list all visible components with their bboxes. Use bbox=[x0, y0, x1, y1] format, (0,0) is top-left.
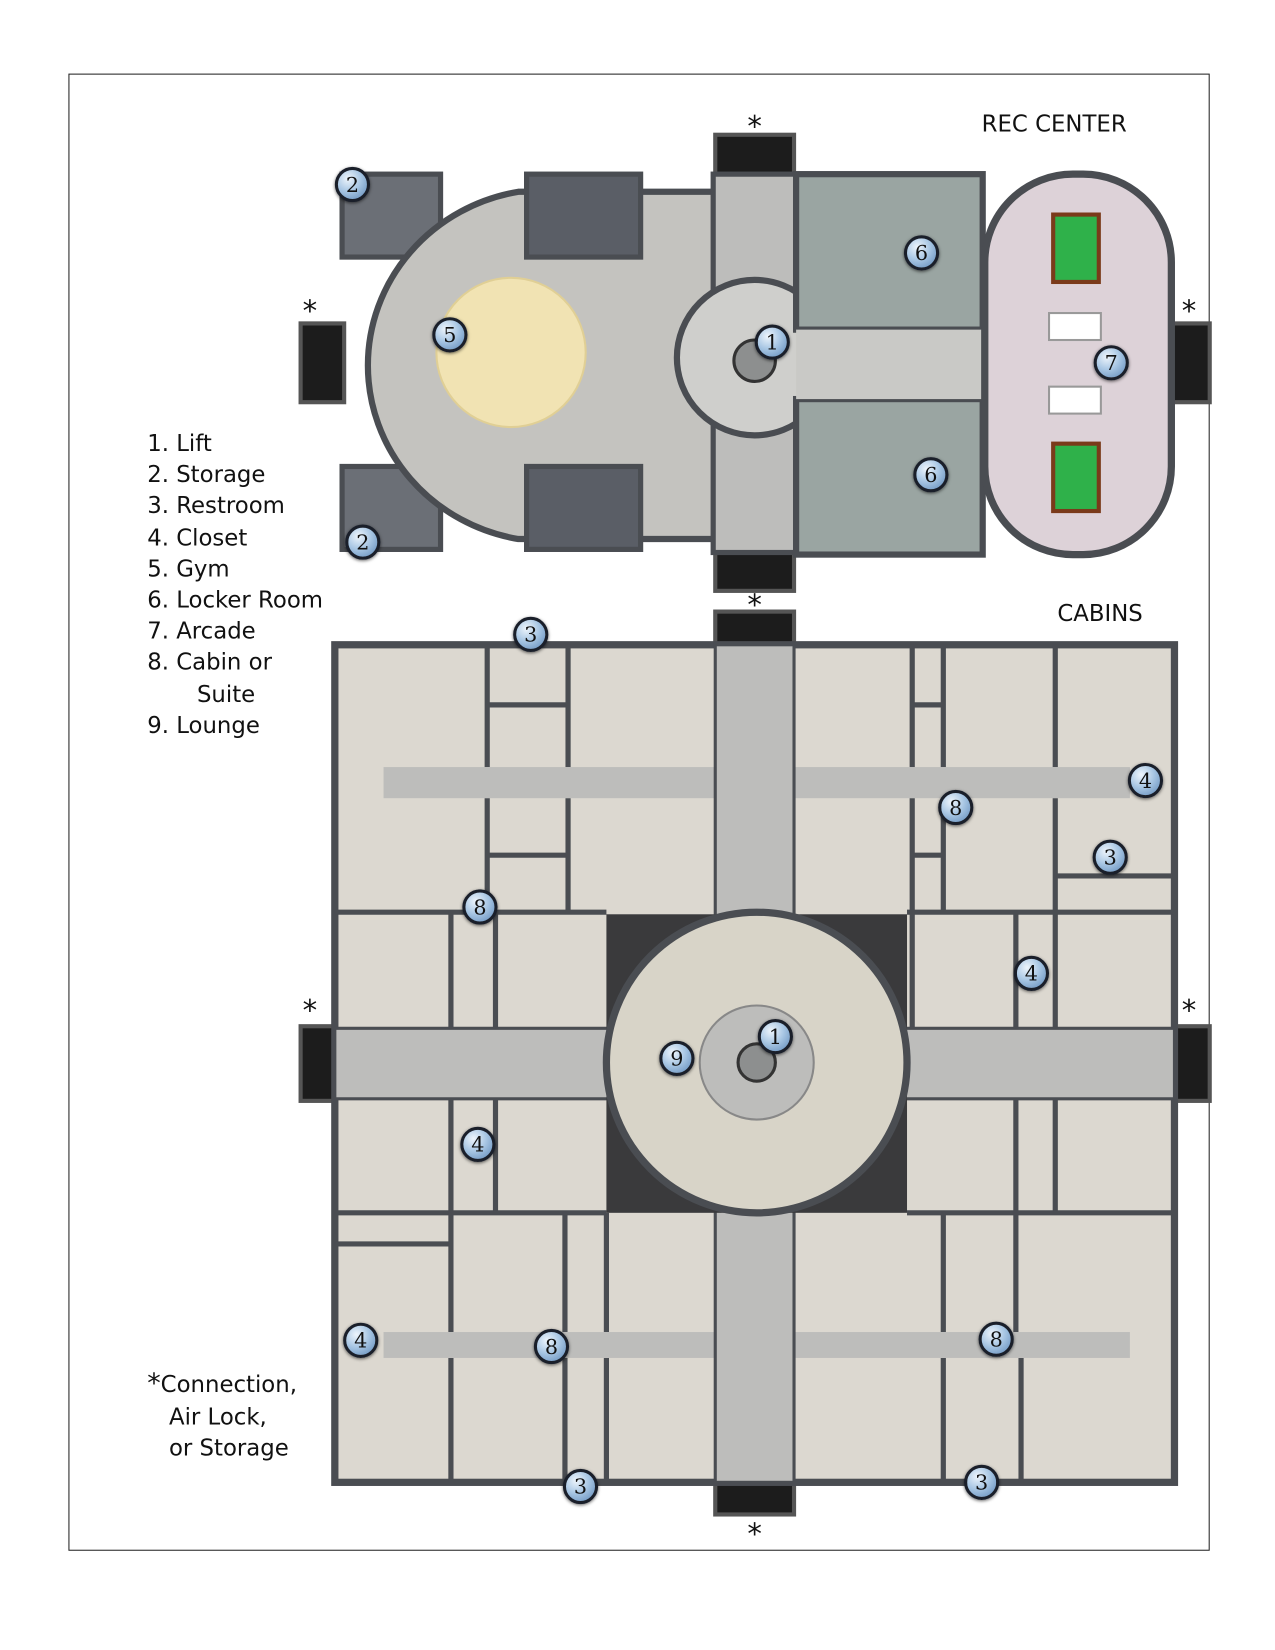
legend-item: 6. Locker Room bbox=[147, 587, 323, 614]
connection-marker: * bbox=[1181, 293, 1197, 329]
lounge-lift bbox=[736, 1042, 777, 1083]
rec-center-title: REC CENTER bbox=[981, 111, 1127, 138]
connection-marker: * bbox=[747, 109, 762, 144]
room-marker: 2 bbox=[345, 524, 381, 560]
connection-marker: * bbox=[302, 993, 318, 1028]
note-symbol: * bbox=[147, 1368, 161, 1400]
room-marker: 9 bbox=[659, 1040, 695, 1076]
legend-item: 4. Closet bbox=[147, 525, 248, 552]
room-marker: 8 bbox=[978, 1321, 1014, 1357]
connection-marker: * bbox=[747, 1517, 762, 1552]
legend-item: 7. Arcade bbox=[147, 619, 256, 645]
room-marker: 3 bbox=[513, 616, 549, 653]
legend-item: 2. Storage bbox=[147, 462, 266, 489]
room-marker: 4 bbox=[343, 1322, 379, 1358]
room-marker: 8 bbox=[462, 889, 498, 925]
rec-center-building bbox=[298, 132, 1212, 593]
air-hockey-top bbox=[1048, 312, 1102, 342]
connection-marker: * bbox=[1181, 993, 1197, 1028]
air-hockey-bottom bbox=[1048, 385, 1102, 415]
airlock-bottom-rec bbox=[713, 547, 797, 593]
cabins-title: CABINS bbox=[1057, 601, 1143, 628]
pool-table-top bbox=[1051, 212, 1101, 285]
map-frame bbox=[68, 73, 1210, 1551]
legend-item: 3. Restroom bbox=[147, 493, 285, 520]
bunks-bottom bbox=[524, 463, 644, 552]
room-marker: 1 bbox=[757, 1018, 793, 1055]
bunks-top bbox=[524, 171, 644, 260]
connection-marker: * bbox=[747, 588, 762, 623]
legend-item: 5. Gym bbox=[147, 556, 230, 583]
note-line: Connection, bbox=[160, 1372, 297, 1399]
gym-mat bbox=[435, 276, 587, 429]
rec-east-corridor bbox=[796, 329, 985, 400]
note-line: Air Lock, bbox=[168, 1404, 267, 1430]
room-marker: 3 bbox=[562, 1468, 599, 1505]
room-marker: 6 bbox=[903, 235, 940, 271]
room-marker: 4 bbox=[1127, 762, 1164, 799]
room-marker: 4 bbox=[1013, 955, 1050, 991]
room-marker: 1 bbox=[754, 324, 790, 360]
room-marker: 3 bbox=[1092, 839, 1128, 875]
note-line: or Storage bbox=[168, 1435, 289, 1462]
legend-item: 9. Lounge bbox=[147, 713, 260, 739]
room-marker: 4 bbox=[460, 1126, 496, 1163]
locker-room-top bbox=[792, 171, 986, 333]
room-marker: 3 bbox=[964, 1464, 1000, 1500]
cabins-building bbox=[298, 609, 1212, 1517]
locker-room-bottom bbox=[792, 395, 986, 558]
legend-item: Suite bbox=[196, 681, 256, 708]
room-marker: 7 bbox=[1093, 345, 1129, 381]
legend-item: 8. Cabin or bbox=[147, 650, 272, 677]
airlock-left bbox=[298, 321, 347, 405]
room-marker: 6 bbox=[913, 457, 949, 493]
legend-item: 1. Lift bbox=[147, 431, 212, 458]
connection-marker: * bbox=[302, 293, 318, 329]
room-marker: 8 bbox=[938, 789, 974, 826]
legend: 1. Lift 2. Storage 3. Restroom 4. Closet… bbox=[147, 429, 323, 742]
room-marker: 8 bbox=[533, 1328, 570, 1365]
arcade-room bbox=[981, 170, 1175, 559]
pool-table-bottom bbox=[1051, 441, 1101, 514]
connection-note: *Connection, Air Lock, or Storage bbox=[147, 1368, 297, 1465]
room-marker: 5 bbox=[432, 317, 468, 353]
room-marker: 2 bbox=[334, 166, 371, 203]
